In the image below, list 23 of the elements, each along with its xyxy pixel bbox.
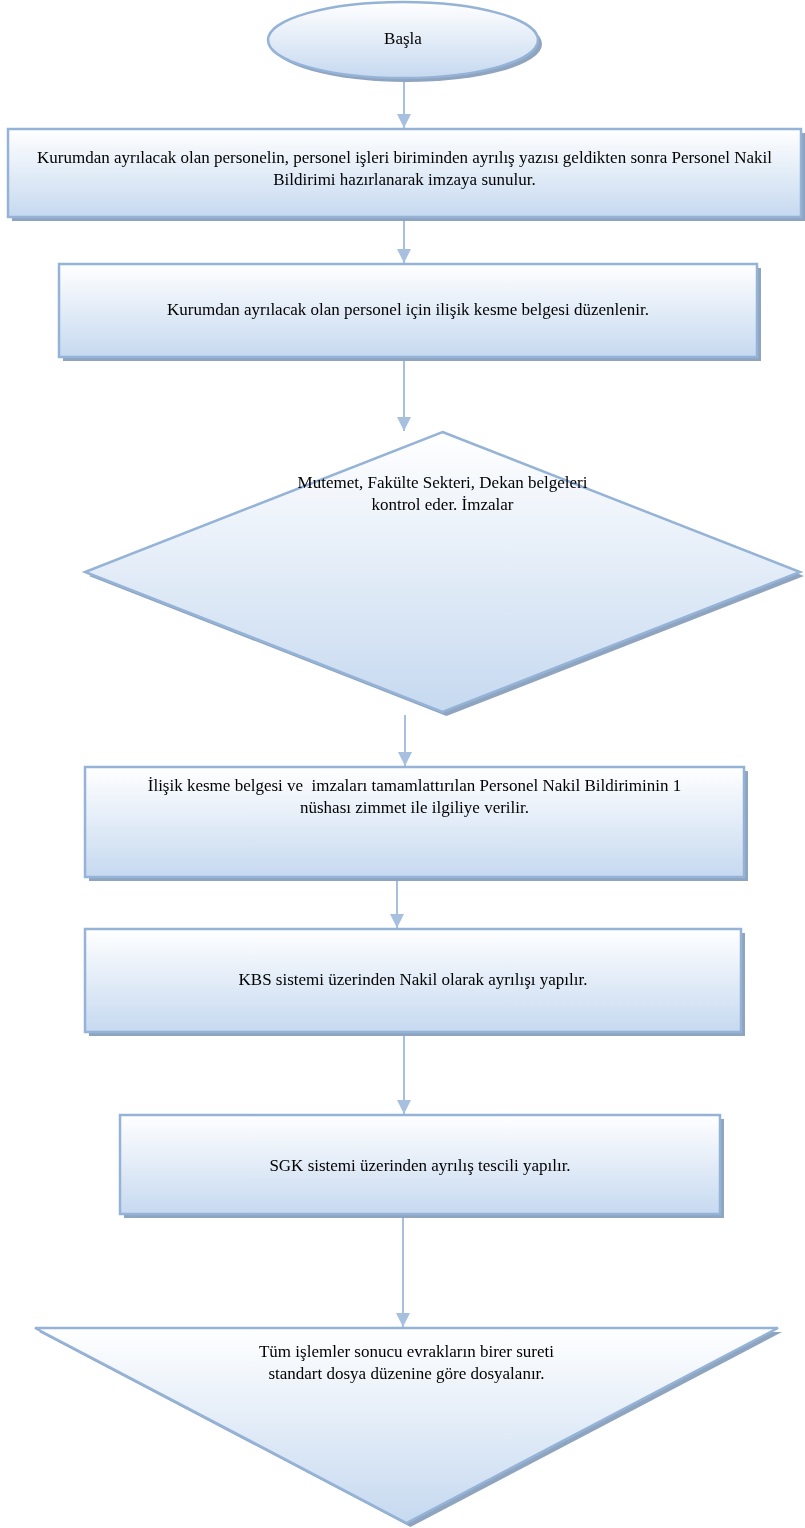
step-text: SGK sistemi üzerinden ayrılış tescili yapılır. xyxy=(268,1155,572,1177)
arrow xyxy=(396,1216,410,1328)
start-ellipse xyxy=(268,2,543,83)
step-text: Kurumdan ayrılacak olan personel için ilişik kesme belgesi düzenlenir. xyxy=(166,299,650,321)
step-text: İlişik kesme belgesi ve imzaları tamamlattırılan Personel Nakil Bildiriminin 1 nüshası zimmet ile ilgiliye verilir. xyxy=(146,775,683,820)
arrow xyxy=(397,1034,411,1115)
arrow xyxy=(398,714,412,767)
step-text: KBS sistemi üzerinden Nakil olarak ayrılışı yapılır. xyxy=(237,969,589,991)
arrow xyxy=(397,80,411,129)
decision-diamond xyxy=(85,432,805,717)
process-box xyxy=(85,767,749,882)
arrow xyxy=(390,879,404,929)
step-text: Kurumdan ayrılacak olan personelin, personel işleri biriminden ayrılış yazısı geldikten sonra Personel Nakil Bildirimi hazırlanarak imzaya sunulur. xyxy=(35,147,774,192)
arrow xyxy=(397,359,411,432)
process-box xyxy=(59,264,762,362)
step-text: Başla xyxy=(383,28,423,50)
process-box xyxy=(120,1115,725,1219)
step-text: Tüm işlemler sonucu evrakların birer sureti standart dosya düzenine göre dosyalanır. xyxy=(257,1341,555,1386)
process-box xyxy=(85,929,746,1037)
process-box xyxy=(8,129,805,222)
step-text: Mutemet, Fakülte Sekteri, Dekan belgeleri kontrol eder. İmzalar xyxy=(296,472,589,517)
arrow xyxy=(397,219,411,264)
end-triangle xyxy=(35,1328,783,1528)
